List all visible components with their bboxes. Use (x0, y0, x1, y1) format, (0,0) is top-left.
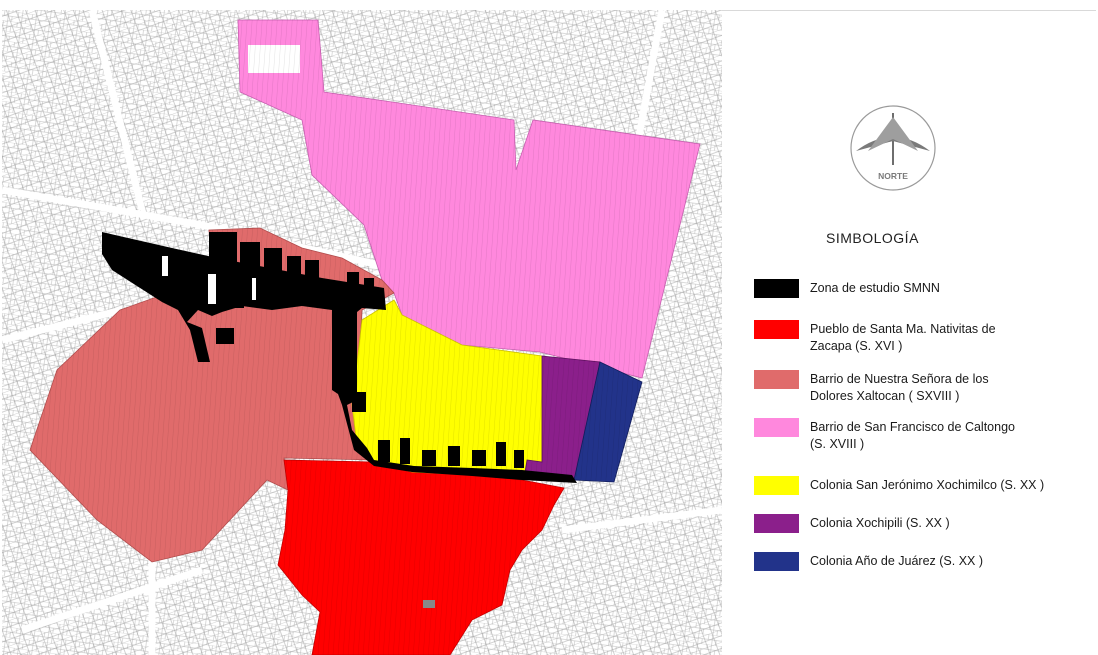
legend-swatch (754, 476, 799, 495)
zone-smnn (102, 232, 577, 483)
legend-swatch (754, 320, 799, 339)
legend-label: Colonia San Jerónimo Xochimilco (S. XX ) (810, 478, 1045, 492)
legend-label: Barrio de Nuestra Señora de los Dolores … (810, 372, 989, 403)
legend-label: Pueblo de Santa Ma. Nativitas de Zacapa … (810, 322, 996, 353)
legend-label: Barrio de San Francisco de Caltongo (S. … (810, 420, 1015, 451)
legend-swatch (754, 370, 799, 389)
north-arrow-icon: NORTE (850, 105, 936, 191)
north-label: NORTE (878, 171, 908, 181)
legend-swatch (754, 279, 799, 298)
legend-label: Colonia Año de Juárez (S. XX ) (810, 554, 984, 568)
legend-swatch (754, 552, 799, 571)
zone-map (2, 10, 722, 655)
legend-label: Colonia Xochipili (S. XX ) (810, 516, 950, 530)
legend-swatch (754, 514, 799, 533)
legend-title: SIMBOLOGÍA (826, 230, 919, 246)
legend-swatch (754, 418, 799, 437)
legend-label: Zona de estudio SMNN (810, 281, 940, 295)
